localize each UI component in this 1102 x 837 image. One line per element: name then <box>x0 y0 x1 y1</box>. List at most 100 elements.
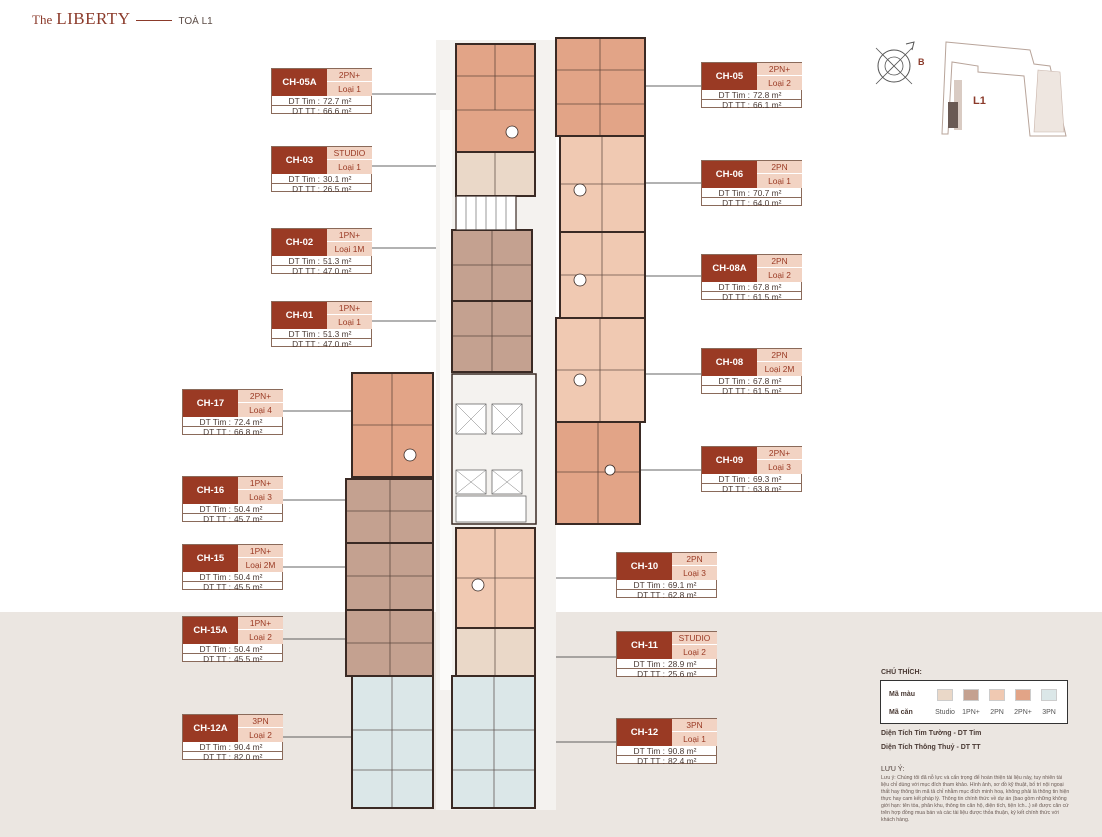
unit-box-ch-06[interactable]: CH-06 2PN Loại 1 DT Tim :70.7 m² DT TT :… <box>701 160 802 208</box>
unit-box-ch-15[interactable]: CH-15 1PN+ Loại 2M DT Tim :50.4 m² DT TT… <box>182 544 283 592</box>
unit-box-ch-10[interactable]: CH-10 2PN Loại 3 DT Tim :69.1 m² DT TT :… <box>616 552 717 600</box>
unit-box-ch-17[interactable]: CH-17 2PN+ Loại 4 DT Tim :72.4 m² DT TT … <box>182 389 283 437</box>
unit-code: CH-12 <box>617 719 672 746</box>
dt-tim-row: DT Tim :28.9 m² <box>617 659 717 669</box>
dt-tim-row: DT Tim :50.4 m² <box>183 572 283 582</box>
unit-type: Loại 2 <box>238 630 283 644</box>
dt-tt-row: DT TT :66.6 m² <box>292 105 352 116</box>
unit-box-ch-02[interactable]: CH-02 1PN+ Loại 1M DT Tim :51.3 m² DT TT… <box>271 228 372 276</box>
unit-rooms: 3PN <box>672 719 717 732</box>
unit-type: Loại 2M <box>757 362 802 376</box>
legend-unit-row-label: Mã căn <box>889 709 913 716</box>
unit-box-ch-12[interactable]: CH-12 3PN Loại 1 DT Tim :90.8 m² DT TT :… <box>616 718 717 766</box>
unit-ch-02 <box>451 229 533 302</box>
dt-tt-row: DT TT :26.5 m² <box>292 183 352 194</box>
unit-code: CH-01 <box>272 302 327 329</box>
legend-label-studio: Studio <box>935 709 955 716</box>
dt-tim-row: DT Tim :90.4 m² <box>183 742 283 752</box>
legend-label-2pn: 2PN <box>990 709 1004 716</box>
unit-box-ch-09[interactable]: CH-09 2PN+ Loại 3 DT Tim :69.3 m² DT TT … <box>701 446 802 494</box>
staircase-lower <box>455 495 527 523</box>
unit-code: CH-02 <box>272 229 327 256</box>
dt-tim-row: DT Tim :30.1 m² <box>272 174 372 184</box>
lift-3 <box>455 469 487 495</box>
unit-code: CH-10 <box>617 553 672 580</box>
unit-ch-05 <box>555 37 646 137</box>
dt-tim-row: DT Tim :51.3 m² <box>272 256 372 266</box>
unit-code: CH-16 <box>183 477 238 504</box>
staircase-upper <box>455 195 517 231</box>
unit-type: Loại 2M <box>238 558 283 572</box>
unit-type: Loại 3 <box>672 566 717 580</box>
unit-type: Loại 1 <box>327 160 372 174</box>
unit-box-ch-16[interactable]: CH-16 1PN+ Loại 3 DT Tim :50.4 m² DT TT … <box>182 476 283 524</box>
unit-ch-16 <box>345 478 434 544</box>
legend-title: CHÚ THÍCH: <box>881 669 922 676</box>
dt-tt-row: DT TT :63.8 m² <box>722 483 782 494</box>
compass-icon <box>875 41 915 85</box>
dt-tim-row: DT Tim :69.1 m² <box>617 580 717 590</box>
unit-type: Loại 2 <box>757 268 802 282</box>
unit-type: Loại 3 <box>757 460 802 474</box>
dt-tim-row: DT Tim :50.4 m² <box>183 644 283 654</box>
unit-box-ch-01[interactable]: CH-01 1PN+ Loại 1 DT Tim :51.3 m² DT TT … <box>271 301 372 349</box>
unit-rooms: 1PN+ <box>327 302 372 315</box>
unit-rooms: 1PN+ <box>238 477 283 490</box>
dt-tt-row: DT TT :45.7 m² <box>203 513 263 524</box>
dt-tim-row: DT Tim :51.3 m² <box>272 329 372 339</box>
unit-type: Loại 1 <box>327 315 372 329</box>
unit-rooms: 2PN <box>757 255 802 268</box>
unit-box-ch-05a[interactable]: CH-05A 2PN+ Loại 1 DT Tim :72.7 m² DT TT… <box>271 68 372 116</box>
unit-ch-06 <box>559 135 646 233</box>
unit-rooms: 1PN+ <box>238 617 283 630</box>
unit-box-ch-12a[interactable]: CH-12A 3PN Loại 2 DT Tim :90.4 m² DT TT … <box>182 714 283 762</box>
dt-tt-row: DT TT :47.0 m² <box>292 265 352 276</box>
unit-box-ch-11[interactable]: CH-11 STUDIO Loại 2 DT Tim :28.9 m² DT T… <box>616 631 717 679</box>
legend-label-2pn-plus: 2PN+ <box>1014 709 1032 716</box>
unit-type: Loại 1M <box>327 242 372 256</box>
legend-swatch-2pn-plus <box>1015 689 1031 701</box>
unit-code: CH-15A <box>183 617 238 644</box>
dt-tim-row: DT Tim :72.7 m² <box>272 96 372 106</box>
page-header: The LIBERTY TOÀ L1 <box>32 9 213 29</box>
dt-tt-row: DT TT :61.5 m² <box>722 291 782 302</box>
unit-rooms: 1PN+ <box>327 229 372 242</box>
unit-box-ch-08a[interactable]: CH-08A 2PN Loại 2 DT Tim :67.8 m² DT TT … <box>701 254 802 302</box>
unit-rooms: STUDIO <box>327 147 372 160</box>
legend-swatch-3pn <box>1041 689 1057 701</box>
legend-swatch-1pn <box>963 689 979 701</box>
dt-tt-row: DT TT :62.8 m² <box>637 589 697 600</box>
unit-box-ch-15a[interactable]: CH-15A 1PN+ Loại 2 DT Tim :50.4 m² DT TT… <box>182 616 283 664</box>
unit-rooms: 3PN <box>238 715 283 728</box>
unit-rooms: 2PN+ <box>238 390 283 403</box>
dt-tt-row: DT TT :64.0 m² <box>722 197 782 208</box>
dt-tt-row: DT TT :66.8 m² <box>203 426 263 437</box>
lift-4 <box>491 469 523 495</box>
unit-rooms: 2PN <box>757 161 802 174</box>
lift-2 <box>491 403 523 435</box>
unit-type: Loại 2 <box>757 76 802 90</box>
unit-type: Loại 2 <box>672 645 717 659</box>
unit-ch-01 <box>451 300 533 373</box>
legend-label-3pn: 3PN <box>1042 709 1056 716</box>
unit-ch-15 <box>345 542 434 611</box>
tower-label: TOÀ L1 <box>178 16 213 27</box>
unit-code: CH-08A <box>702 255 757 282</box>
unit-code: CH-17 <box>183 390 238 417</box>
unit-box-ch-08[interactable]: CH-08 2PN Loại 2M DT Tim :67.8 m² DT TT … <box>701 348 802 396</box>
dt-tim-row: DT Tim :72.4 m² <box>183 417 283 427</box>
dt-tim-row: DT Tim :67.8 m² <box>702 282 802 292</box>
dt-tt-row: DT TT :25.6 m² <box>637 668 697 679</box>
dt-tt-row: DT TT :82.4 m² <box>637 755 697 766</box>
unit-ch-17 <box>351 372 434 478</box>
unit-box-ch-03[interactable]: CH-03 STUDIO Loại 1 DT Tim :30.1 m² DT T… <box>271 146 372 194</box>
brand-prefix: The <box>32 12 53 27</box>
dt-tim-row: DT Tim :90.8 m² <box>617 746 717 756</box>
unit-ch-03 <box>455 151 536 197</box>
definition-dt-tt: Diện Tích Thông Thuỷ - DT TT <box>881 744 981 751</box>
unit-rooms: 2PN+ <box>327 69 372 82</box>
unit-rooms: 1PN+ <box>238 545 283 558</box>
unit-box-ch-05[interactable]: CH-05 2PN+ Loại 2 DT Tim :72.8 m² DT TT … <box>701 62 802 110</box>
unit-type: Loại 2 <box>238 728 283 742</box>
site-block-label: L1 <box>973 95 986 107</box>
